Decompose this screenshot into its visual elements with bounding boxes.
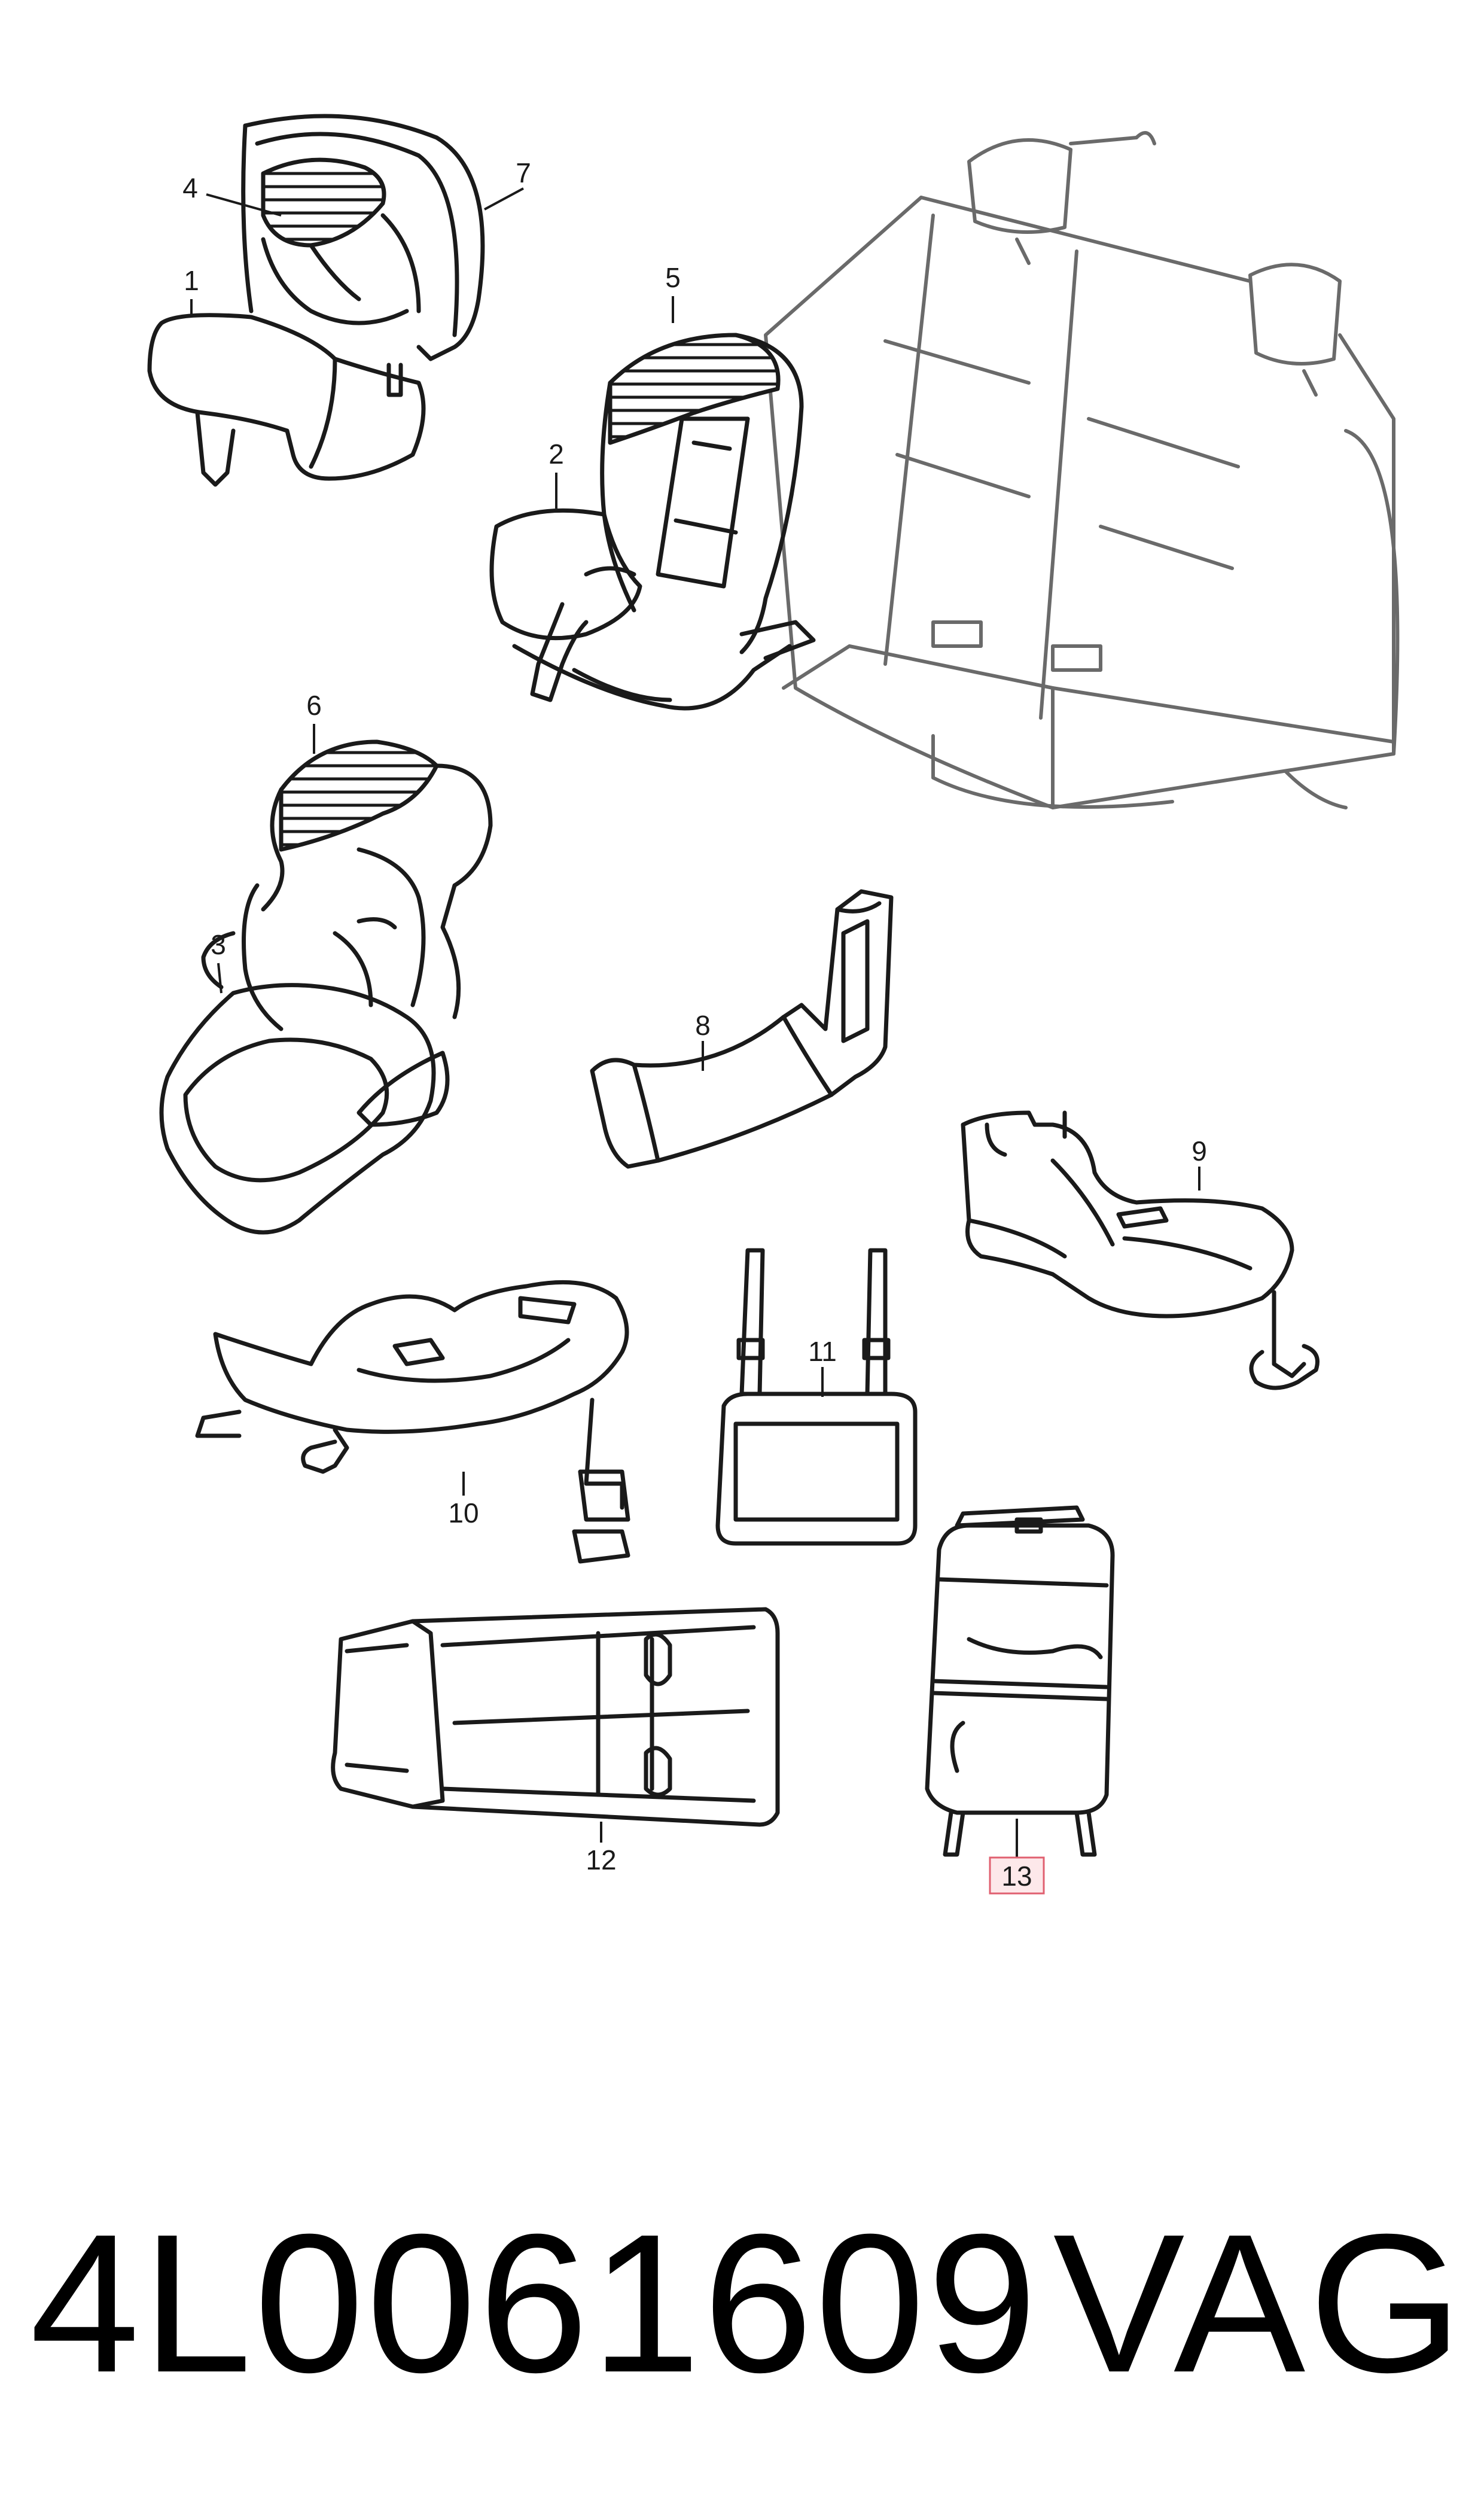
isofix-base-top-illustration xyxy=(961,1110,1320,1390)
rear-bench-seat-illustration xyxy=(764,131,1400,809)
child-seat-group1-illustration xyxy=(489,333,816,711)
callout-label-1: 1 xyxy=(184,265,199,296)
mirror-with-straps-illustration xyxy=(715,1248,918,1546)
seat-pad-illustration xyxy=(590,889,894,1169)
brand-label: VAG xyxy=(1053,2193,1466,2413)
callout-label-4: 4 xyxy=(182,172,198,203)
leader-7 xyxy=(484,187,524,211)
callout-leaders xyxy=(190,187,1200,1861)
callout-label-2: 2 xyxy=(548,439,564,470)
callout-label-10: 10 xyxy=(448,1497,479,1529)
callout-label-7: 7 xyxy=(516,157,531,188)
callout-label-11: 11 xyxy=(808,1336,837,1367)
infant-carrier-illustration xyxy=(147,114,485,487)
booster-seat-illustration xyxy=(159,739,493,1235)
isofix-base-illustration xyxy=(195,1280,630,1564)
highlight-box-13 xyxy=(989,1856,1045,1895)
callout-label-3: 3 xyxy=(211,929,226,960)
callout-label-6: 6 xyxy=(306,690,322,721)
callout-label-8: 8 xyxy=(695,1010,711,1041)
back-seat-organizer-illustration xyxy=(925,1505,1115,1857)
footer: 4L0061609 VAG xyxy=(0,2178,1484,2429)
callout-label-13: 13 xyxy=(1001,1861,1032,1892)
callout-label-12: 12 xyxy=(586,1844,616,1875)
callout-labels: 1 2 3 4 5 6 7 8 9 10 11 12 13 xyxy=(182,157,1207,1895)
callout-label-5: 5 xyxy=(665,262,681,293)
leader-4 xyxy=(206,193,282,217)
parts-diagram: 1 2 3 4 5 6 7 8 9 10 11 12 13 xyxy=(147,114,1400,1895)
callout-label-9: 9 xyxy=(1192,1135,1207,1167)
seat-protector-mat-illustration xyxy=(331,1607,780,1827)
leader-3 xyxy=(217,963,223,994)
part-number: 4L0061609 xyxy=(30,2193,1040,2413)
